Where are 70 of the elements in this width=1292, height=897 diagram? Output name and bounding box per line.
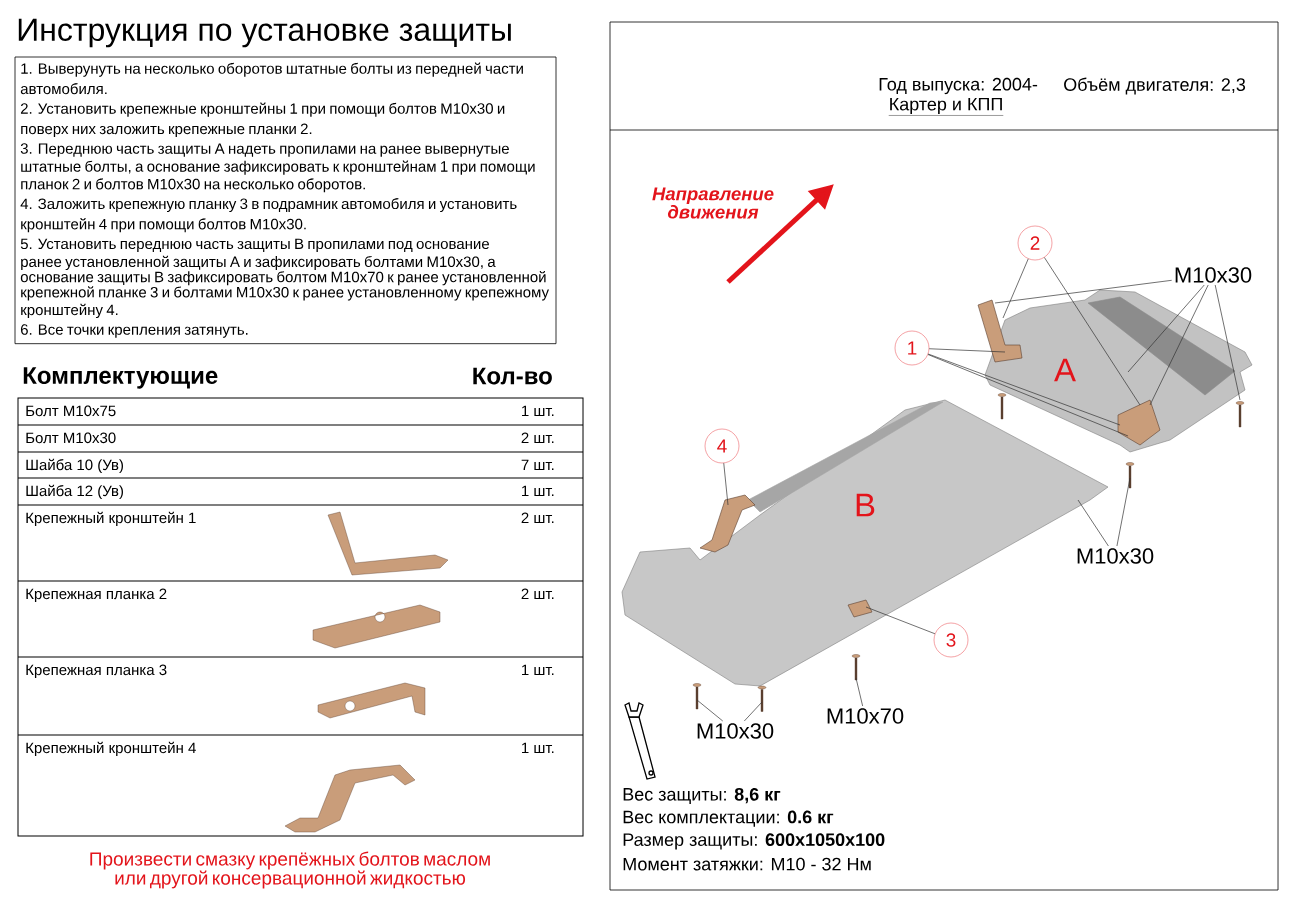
leader-line	[927, 353, 1121, 426]
table-cell: Болт M10x75	[26, 405, 116, 417]
table-cell: 2 шт.	[521, 512, 554, 523]
table-cell: Крепежный кронштейн 4	[26, 741, 196, 757]
bracket	[1117, 399, 1161, 446]
bolt	[851, 654, 861, 681]
bolt	[757, 685, 767, 712]
leader-line	[1002, 258, 1029, 319]
table-cell: Шайба 10 (Ув)	[26, 458, 123, 474]
title: Инструкция по установке защиты	[18, 18, 511, 48]
leader-line	[1077, 499, 1109, 547]
instruction-text: 3. Переднюю часть защиты A надеть пропилами на ранее вывернутые штатные болты, а основание зафиксировать к кронштейнам 1 при помощи планок 2 и болтов M10x30 на несколько оборотов.	[20, 143, 535, 193]
bolt-label: M10x30	[697, 723, 774, 739]
table-heading: Комплектующие	[23, 367, 218, 389]
table-cell: 1 шт.	[522, 664, 554, 675]
leader-line	[927, 354, 1129, 437]
mounting-plate	[847, 599, 873, 618]
table-cell: 7 шт.	[521, 459, 554, 470]
callout-number: 3	[933, 622, 969, 658]
leader-line	[1214, 284, 1241, 401]
bolt-label: M10x30	[1077, 548, 1154, 564]
bolt	[692, 683, 702, 710]
spec-text: Размер защиты: 600x1050x100	[623, 833, 885, 850]
bolt-label: M10x30	[1175, 267, 1252, 283]
table-cell: 1 шт.	[522, 405, 554, 416]
bracket	[699, 494, 756, 553]
table-cell: 1 шт.	[522, 485, 554, 496]
leader-line	[723, 462, 729, 506]
spec-text: Вес защиты: 8,6 кг	[623, 787, 781, 805]
spec-text: Момент затяжки: M10 - 32 Нм	[623, 857, 871, 871]
callout-number: 2	[1017, 225, 1053, 261]
warning-note: Произвести смазку крепёжных болтов маслом или другой консервационной жидкостью	[90, 851, 490, 889]
bolt	[1235, 401, 1245, 428]
table-cell: Крепежная планка 2	[26, 588, 167, 603]
part-letter: A	[1054, 358, 1076, 382]
leader-line	[855, 677, 863, 707]
table-heading: Кол-во	[473, 367, 552, 385]
bracket	[977, 299, 1023, 363]
instruction-text: 2. Установить крепежные кронштейны 1 при помощи болтов M10x30 и поверх них заложить крепежные планки 2.	[20, 102, 505, 138]
leader-line	[865, 606, 936, 635]
table-cell: Болт M10x30	[26, 432, 116, 444]
header-text: Объём двигателя: 2,3	[1064, 77, 1246, 95]
leader-line	[994, 279, 1173, 304]
leader-line	[743, 701, 763, 722]
header-text: Год выпуска: 2004-	[879, 77, 1038, 95]
header-text: Картер и КПП	[888, 97, 1004, 116]
callout-number: 1	[894, 330, 930, 366]
part-letter: B	[856, 493, 875, 517]
table-cell: Крепежная планка 3	[26, 664, 167, 679]
callout-number: 4	[704, 428, 740, 464]
instruction-text: 6. Все точки крепления затянуть.	[20, 324, 248, 338]
table-cell: 1 шт.	[522, 742, 554, 753]
direction-label: Направление движения	[652, 187, 774, 219]
instruction-text: 1. Выверунуть на несколько оборотов штатные болты из передней части автомобиля.	[20, 62, 523, 95]
leader-line	[928, 348, 1006, 353]
table-cell: 2 шт.	[521, 432, 554, 443]
table-cell: 2 шт.	[521, 588, 554, 599]
instruction-text: 4. Заложить крепежную планку 3 в подрамник автомобиля и установить кронштейн 4 при помощи болтов M10x30.	[20, 197, 517, 233]
bolt	[997, 393, 1007, 420]
leader-line	[1149, 284, 1209, 406]
leader-line	[1044, 257, 1141, 406]
table-cell: Шайба 12 (Ув)	[26, 484, 123, 500]
leader-line	[1127, 284, 1205, 373]
bolt	[1125, 462, 1135, 489]
bolt-label: M10x70	[827, 708, 904, 724]
spec-text: Вес комплектации: 0.6 кг	[623, 810, 834, 827]
instruction-text: 5. Установить переднюю часть защиты B пропилами под основание ранее установленной защиты A и зафиксировать болтами M10x30, а основание защиты B зафиксировать болтом M10x70 к ранее установленной крепежной планке 3 и болтами M10x30 к ранее установленному крепежному кронштейну 4.	[20, 238, 549, 319]
leader-line	[696, 699, 724, 722]
table-cell: Крепежный кронштейн 1	[26, 511, 196, 527]
leader-line	[1116, 477, 1131, 547]
